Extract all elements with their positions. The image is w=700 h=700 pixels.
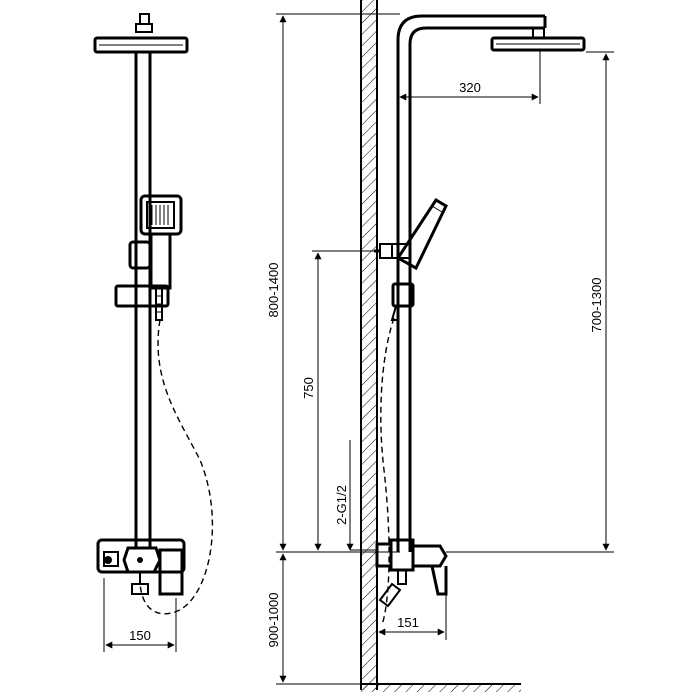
dim-700-1300: 700-1300 [446, 51, 614, 553]
front-hose [139, 319, 214, 615]
dim-900-1000: 900-1000 [266, 553, 361, 685]
side-view: 320 800-1400 700-1300 750 2-G1/2 [266, 0, 614, 692]
dim-label-151: 151 [397, 615, 419, 630]
side-hand-shower [374, 197, 448, 271]
dim-800-1400: 800-1400 [266, 13, 400, 553]
dim-label-320: 320 [459, 80, 481, 95]
dim-label-150: 150 [129, 628, 151, 643]
dim-2-g1-2: 2-G1/2 [334, 440, 378, 551]
wall [360, 0, 378, 690]
floor [361, 683, 521, 692]
side-shower-head [490, 27, 586, 52]
side-slider-holder [390, 282, 415, 321]
side-mixer [375, 538, 448, 608]
dim-320: 320 [399, 50, 541, 104]
dim-151: 151 [378, 594, 447, 640]
dim-label-2-g1-2: 2-G1/2 [334, 485, 349, 525]
front-slider-holder [114, 240, 170, 308]
dim-750: 750 [301, 250, 374, 551]
dim-label-750: 750 [301, 377, 316, 399]
dim-label-700-1300: 700-1300 [589, 278, 604, 333]
side-riser-and-arm [396, 14, 547, 552]
side-hose [380, 317, 395, 626]
front-shower-head [93, 13, 189, 54]
dim-label-800-1400: 800-1400 [266, 263, 281, 318]
front-hand-shower [139, 194, 183, 321]
front-dim-150: 150 [103, 578, 177, 652]
dim-label-900-1000: 900-1000 [266, 593, 281, 648]
front-view: 150 [93, 13, 214, 652]
front-mixer [96, 538, 186, 596]
front-riser-pipe [134, 52, 152, 548]
